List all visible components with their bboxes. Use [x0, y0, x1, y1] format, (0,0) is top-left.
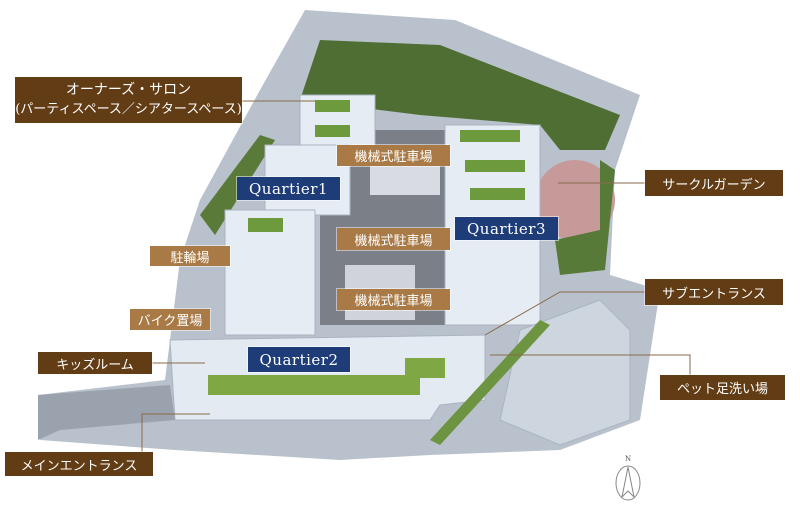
label-bike-parking: バイク置場 — [130, 309, 210, 330]
label-circle-garden: サークルガーデン — [645, 170, 783, 196]
label-quartier3: Quartier3 — [455, 217, 558, 240]
roof-garden — [460, 130, 520, 142]
label-pet-foot-wash: ペット足洗い場 — [660, 375, 785, 400]
owners-salon-subtitle: (パーティスペース／シアタースペース) — [15, 102, 242, 117]
north-label: N — [624, 455, 632, 463]
label-parking-1: 機械式駐車場 — [337, 145, 450, 166]
owners-salon-title: オーナーズ・サロン — [65, 82, 192, 98]
label-main-entrance: メインエントランス — [5, 452, 153, 476]
label-owners-salon: オーナーズ・サロン (パーティスペース／シアタースペース) — [15, 77, 242, 123]
label-kids-room: キッズルーム — [38, 352, 152, 374]
north-compass: N — [608, 455, 648, 505]
leader-lines — [141, 100, 691, 452]
label-sub-entrance: サブエントランス — [645, 279, 783, 305]
label-quartier2: Quartier2 — [248, 347, 350, 372]
roof-garden — [465, 160, 525, 172]
perimeter-green — [300, 40, 620, 150]
east-green — [555, 160, 615, 275]
label-parking-3: 機械式駐車場 — [337, 289, 450, 310]
roof-garden — [315, 100, 350, 112]
roof-garden-quartier2 — [208, 358, 445, 395]
label-bicycle-parking: 駐輪場 — [150, 246, 230, 266]
green-strip — [430, 320, 550, 445]
label-parking-2: 機械式駐車場 — [337, 228, 450, 250]
roof-garden — [315, 125, 350, 137]
compass-icon — [615, 465, 641, 501]
road — [38, 385, 175, 440]
roof-garden — [470, 188, 525, 200]
label-quartier1: Quartier1 — [237, 177, 340, 200]
roof-garden — [248, 218, 283, 232]
